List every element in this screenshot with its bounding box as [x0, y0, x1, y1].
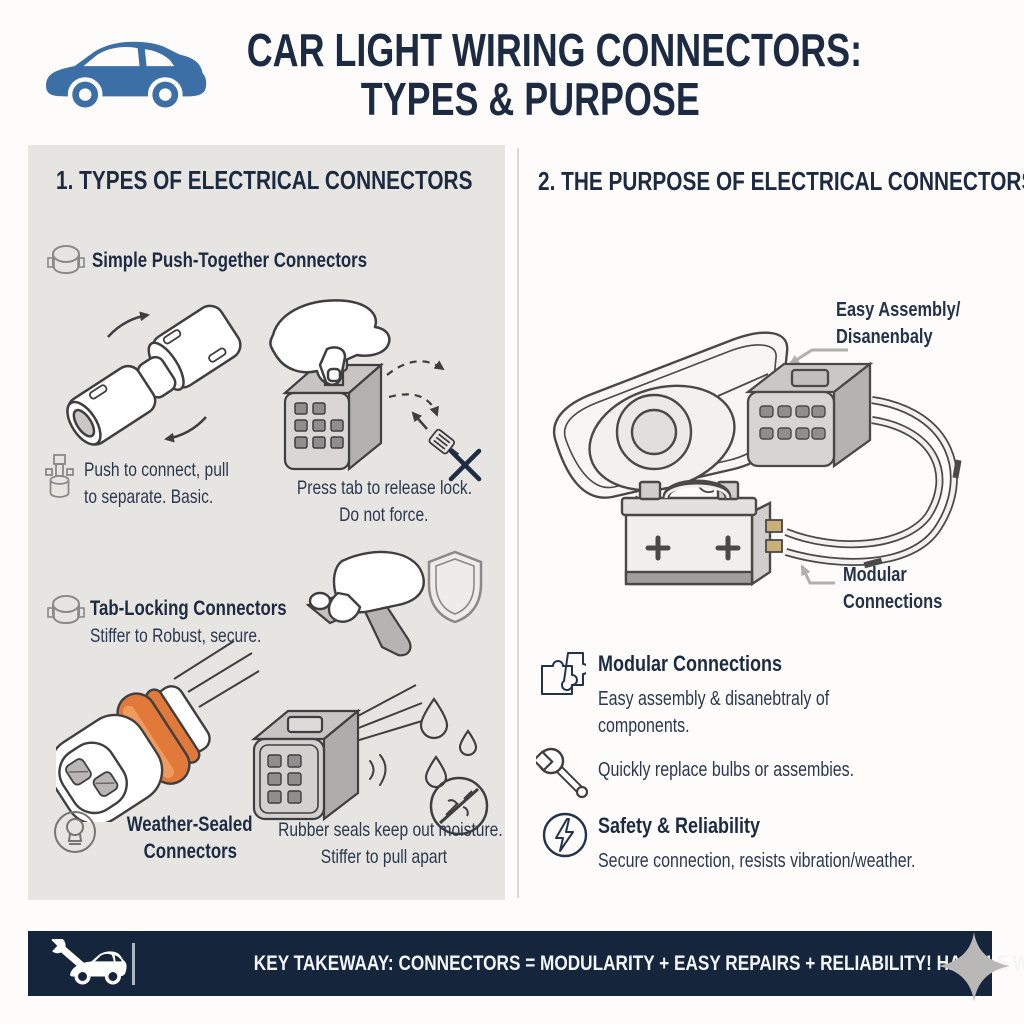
page-title: CAR LIGHT WIRING CONNECTORS: TYPES & PUR… [160, 26, 900, 124]
tab-tool-illustration [305, 550, 425, 657]
page-title-line1: CAR LIGHT WIRING CONNECTORS: [246, 24, 863, 76]
connector-cap-icon [47, 245, 85, 275]
push-caption: Push to connect, pull to separate. Basic… [84, 459, 229, 508]
car-icon [46, 41, 207, 112]
shield-icon [427, 550, 483, 624]
safety-title: Safety & Reliability [598, 813, 761, 838]
wrench-icon [536, 747, 589, 799]
press-tab-illustration [269, 299, 482, 482]
weather-caption: Rubber seals keep out moisture. Stiffer … [278, 819, 503, 868]
socket-icon [45, 454, 74, 498]
callout-easy-assembly: Easy Assembly/ Disanenbaly [836, 298, 961, 348]
callout-modular-connections: Modular Connections [843, 563, 943, 613]
headlight-battery-illustration [553, 331, 962, 587]
key-takeaway-text: KEY TAKEWAAY: CONNECTORS = MODULARITY + … [253, 951, 1024, 975]
car-wrench-icon [44, 939, 127, 985]
x-mark-icon [448, 448, 482, 482]
key-takeaway-bar: KEY TAKEWAAY: CONNECTORS = MODULARITY + … [28, 931, 1024, 996]
press-caption: Press tab to release lock. Do not force. [296, 477, 472, 526]
tab-locking-subtitle: Stiffer to Robust, secure. [90, 625, 262, 647]
replace-text: Quickly replace bulbs or assembies. [598, 759, 855, 781]
bulb-circle-icon [54, 811, 96, 853]
modular-desc: Easy assembly & disanebtraly of componen… [598, 688, 830, 737]
connector-cap-icon [47, 595, 85, 625]
left-panel: 1. TYPES OF ELECTRICAL CONNECTORS Simple… [28, 145, 505, 900]
push-together-illustration [66, 304, 242, 446]
weather-sealed-title: Weather-Sealed Connectors [127, 813, 253, 863]
simple-connectors-title: Simple Push-Together Connectors [92, 249, 368, 272]
lightning-circle-icon [542, 812, 588, 858]
tab-locking-title: Tab-Locking Connectors [90, 597, 287, 620]
right-panel: 2. THE PURPOSE OF ELECTRICAL CONNECTORS … [520, 145, 1024, 900]
water-drops-icon [419, 697, 478, 789]
sealed-connector-illustration [56, 640, 260, 822]
panel-divider [517, 148, 519, 898]
sparkle-icon [938, 932, 1010, 1002]
left-panel-heading: 1. TYPES OF ELECTRICAL CONNECTORS [56, 165, 473, 195]
multipin-connector-illustration [250, 684, 423, 822]
no-pry-icon [429, 776, 489, 836]
page-title-line2: TYPES & PURPOSE [360, 73, 700, 125]
right-panel-heading: 2. THE PURPOSE OF ELECTRICAL CONNECTORS [538, 166, 1024, 196]
modular-title: Modular Connections [598, 651, 782, 676]
footer-divider [132, 943, 135, 985]
safety-desc: Secure connection, resists vibration/wea… [598, 850, 916, 872]
puzzle-icon [541, 652, 586, 695]
